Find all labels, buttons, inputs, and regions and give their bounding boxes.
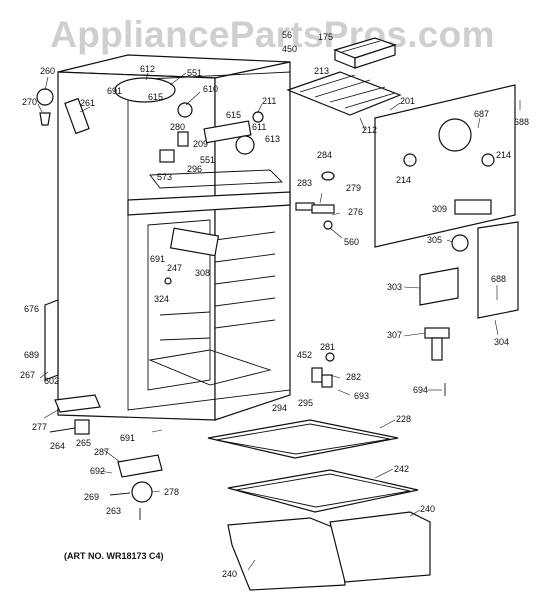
shelves-and-pans	[207, 419, 431, 591]
label-214-b: 214	[396, 175, 411, 185]
label-610: 610	[203, 84, 218, 94]
dispenser-parts	[419, 221, 519, 396]
label-305: 305	[427, 235, 442, 245]
label-694: 694	[413, 385, 428, 395]
label-551-a: 551	[187, 68, 202, 78]
label-247: 247	[167, 263, 182, 273]
label-602: 602	[44, 376, 59, 386]
label-281: 281	[320, 342, 335, 352]
label-261: 261	[80, 98, 95, 108]
label-260: 260	[40, 66, 55, 76]
label-263: 263	[106, 506, 121, 516]
label-308: 308	[195, 268, 210, 278]
label-573: 573	[157, 172, 172, 182]
label-212: 212	[362, 125, 377, 135]
label-294: 294	[272, 403, 287, 413]
label-676: 676	[24, 304, 39, 314]
label-269: 269	[84, 492, 99, 502]
label-282: 282	[346, 372, 361, 382]
top-assembly	[286, 37, 516, 248]
label-213: 213	[314, 66, 329, 76]
label-304: 304	[494, 337, 509, 347]
label-240-a: 240	[420, 504, 435, 514]
hinge-parts	[44, 299, 163, 520]
label-615-a: 615	[148, 92, 163, 102]
part-labels: 56 450 175 213 260 612 551 691 615 610 2…	[20, 30, 529, 579]
label-324: 324	[154, 294, 169, 304]
label-692: 692	[90, 466, 105, 476]
label-303: 303	[387, 282, 402, 292]
label-276: 276	[348, 207, 363, 217]
controls	[36, 77, 264, 163]
label-689: 689	[24, 350, 39, 360]
cabinet	[57, 54, 291, 421]
label-611: 611	[252, 122, 266, 132]
label-691-a: 691	[107, 86, 122, 96]
label-265: 265	[76, 438, 91, 448]
label-175: 175	[318, 32, 333, 42]
label-612: 612	[140, 64, 155, 74]
label-240-b: 240	[222, 569, 237, 579]
label-279: 279	[346, 183, 361, 193]
label-209: 209	[193, 139, 208, 149]
label-267: 267	[20, 370, 35, 380]
label-270: 270	[22, 97, 37, 107]
leader-lines	[37, 72, 521, 571]
label-452: 452	[297, 350, 312, 360]
label-56: 56	[282, 30, 292, 40]
label-307: 307	[387, 330, 402, 340]
label-283: 283	[297, 178, 312, 188]
label-688-a: 688	[514, 117, 529, 127]
label-450: 450	[282, 44, 297, 54]
label-201: 201	[400, 96, 415, 106]
label-277: 277	[32, 422, 47, 432]
label-242: 242	[394, 464, 409, 474]
watermark: AppliancePartsPros.com	[50, 14, 495, 55]
label-687: 687	[474, 109, 489, 119]
label-264: 264	[50, 441, 65, 451]
label-278: 278	[164, 487, 179, 497]
art-number: (ART NO. WR18173 C4)	[64, 551, 164, 561]
label-280: 280	[170, 122, 185, 132]
label-214-a: 214	[496, 150, 511, 160]
label-211: 211	[262, 96, 276, 106]
label-693: 693	[354, 391, 369, 401]
center-parts	[164, 171, 335, 388]
label-551-b: 551	[200, 155, 215, 165]
label-295: 295	[298, 398, 313, 408]
label-691-c: 691	[120, 433, 135, 443]
label-287: 287	[94, 447, 109, 457]
label-284: 284	[317, 150, 332, 160]
label-615-b: 615	[226, 110, 241, 120]
label-560: 560	[344, 237, 359, 247]
label-296: 296	[187, 164, 202, 174]
label-309: 309	[432, 204, 447, 214]
label-688-b: 688	[491, 274, 506, 284]
label-613: 613	[265, 134, 280, 144]
label-228: 228	[396, 414, 411, 424]
label-691-b: 691	[150, 254, 165, 264]
